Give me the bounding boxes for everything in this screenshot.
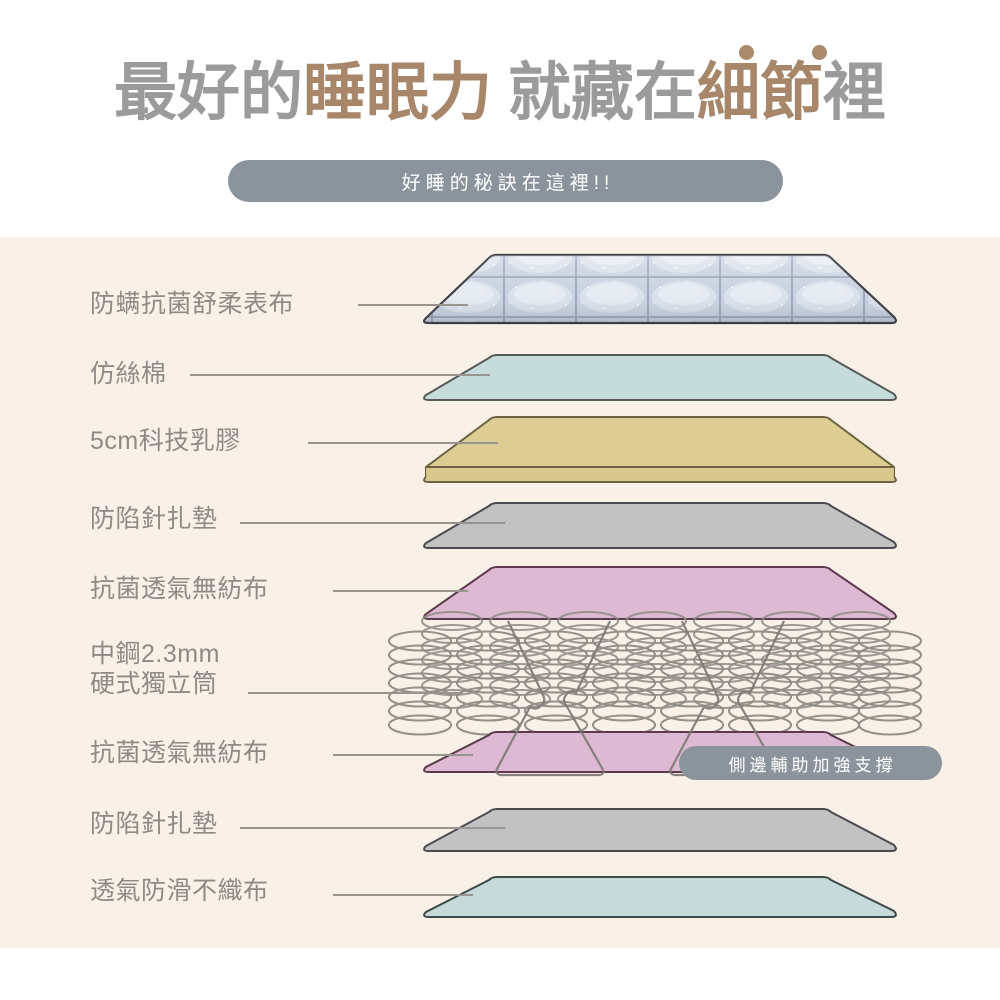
layer-shape-6-coils [387,610,923,736]
emphasis-dot-icon [739,45,754,60]
emphasis-dot-icon [812,45,827,60]
layer-label-6-line2: 硬式獨立筒 [90,669,218,698]
layer-label-9: 透氣防滑不織布 [90,877,269,905]
leader-line-2 [190,374,490,376]
layer-shape-9 [423,876,897,918]
leader-line-4 [240,522,505,524]
footer-spacer [0,948,1000,1000]
layer-label-6-line1: 中鋼2.3mm [90,640,220,668]
side-support-badge-text: 側邊輔助加強支撐 [728,755,897,775]
title-part-2: 睡眠力 [303,58,492,128]
mattress-layer-stack [387,253,923,918]
subtitle-text: 好睡的秘訣在這裡!! [401,172,615,194]
leader-line-7 [333,754,473,756]
leader-line-5 [333,590,468,592]
layer-label-6: 中鋼2.3mm 硬式獨立筒 [90,640,220,699]
layer-label-2: 仿絲棉 [90,360,167,388]
layer-label-1: 防螨抗菌舒柔表布 [90,290,295,318]
layer-shape-2 [423,354,897,401]
leader-line-1 [358,304,468,306]
layer-shape-5 [423,566,897,620]
layer-label-8: 防陷針扎墊 [90,810,218,838]
layer-label-4: 防陷針扎墊 [90,505,218,533]
subtitle-pill: 好睡的秘訣在這裡!! [228,160,783,202]
title-part-1: 最好的 [114,58,303,128]
layer-shape-8 [423,808,897,852]
leader-line-8 [240,827,505,829]
title-part-3: 就藏在 [508,58,697,128]
page-title: 最好的睡眠力就藏在細節裡 [0,62,1000,125]
layer-label-5: 抗菌透氣無紡布 [90,575,269,603]
header-section: 最好的睡眠力就藏在細節裡 好睡的秘訣在這裡!! [0,0,1000,237]
layer-shape-3 [423,416,897,483]
leader-line-3 [308,442,498,444]
title-part-5: 裡 [823,58,886,128]
leader-line-9 [333,894,473,896]
layer-label-7: 抗菌透氣無紡布 [90,739,269,767]
side-support-badge: 側邊輔助加強支撐 [679,746,942,780]
leader-line-6 [248,692,463,694]
layer-shape-1 [423,253,897,325]
layer-shape-4 [423,502,897,549]
layer-label-3: 5cm科技乳膠 [90,427,241,455]
layer-diagram-panel: 防螨抗菌舒柔表布 仿絲棉 5cm科技乳膠 防陷針扎墊 抗菌透氣無紡布 中鋼2.3… [0,237,1000,948]
title-part-4: 細節 [697,58,823,128]
